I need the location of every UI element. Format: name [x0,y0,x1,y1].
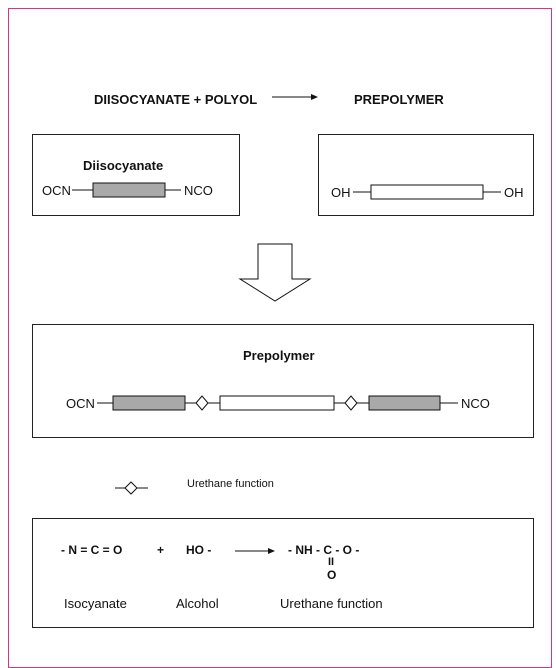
equation-left: DIISOCYANATE + POLYOL [94,92,258,107]
diisocyanate-title: Diisocyanate [83,158,164,173]
isocyanate-formula: - N = C = O [61,543,123,557]
urethane-label: Urethane function [280,596,383,611]
isocyanate-label: Isocyanate [64,596,127,611]
prepolymer-box [32,324,534,438]
polyol-chain [353,184,501,200]
reaction-plus: + [157,543,165,557]
prepolymer-right-group: NCO [461,396,490,411]
prepolymer-left-group: OCN [66,396,95,411]
legend-urethane-icon [115,481,148,495]
equation-arrow [272,94,318,100]
diisocyanate-box [32,134,240,216]
legend-label: Urethane function [187,478,274,490]
alcohol-formula: HO - [186,543,212,557]
polyol-box [318,134,534,216]
equation-right: PREPOLYMER [354,92,444,107]
down-arrow-icon [238,243,312,302]
carbonyl-oxygen: O [327,568,337,582]
prepolymer-title: Prepolymer [243,348,315,363]
reaction-arrow [235,548,275,554]
double-bond-mark: II [328,556,335,568]
alcohol-label: Alcohol [176,596,219,611]
polyol-left-group: OH [331,185,351,200]
urethane-formula: - NH - C - O - [288,543,360,557]
diisocyanate-right-group: NCO [184,183,213,198]
reaction-box [32,518,534,628]
polyol-right-group: OH [504,185,524,200]
diisocyanate-left-group: OCN [42,183,71,198]
prepolymer-chain [97,395,458,411]
diisocyanate-chain [72,182,181,198]
